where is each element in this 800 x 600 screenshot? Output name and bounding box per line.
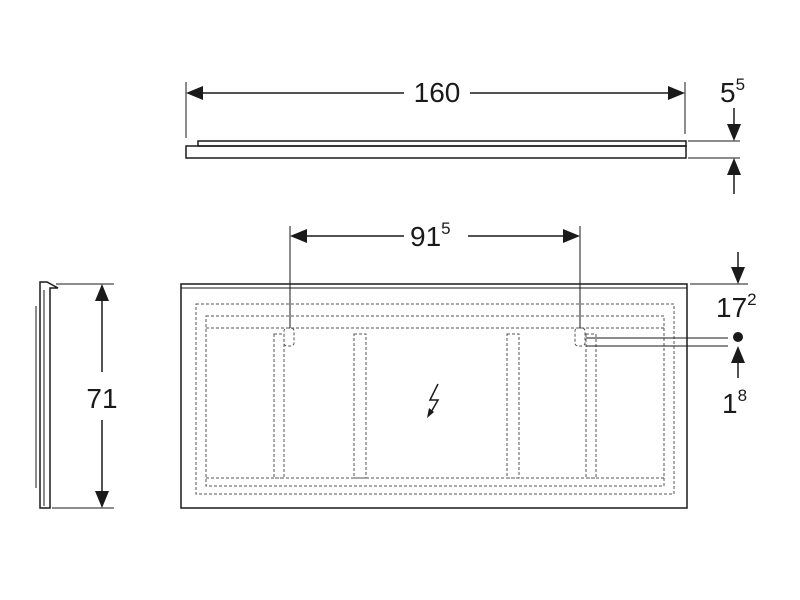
hidden-stud-1 [273, 333, 285, 479]
hook-spacing-label: 915 [410, 219, 451, 252]
arrowhead-right-icon [668, 86, 685, 100]
mirror-top-body [185, 145, 687, 159]
arrowhead-down-icon [731, 267, 745, 284]
filled-dot-icon [733, 332, 743, 342]
arrowhead-left-icon [186, 86, 203, 100]
arrowhead-down-icon [95, 491, 109, 508]
arrowhead-right-icon [563, 229, 580, 243]
hidden-frame-outer [195, 303, 675, 495]
hook-from-top-label: 172 [716, 290, 757, 323]
lightning-bolt-icon [427, 383, 440, 418]
front-view: 915 172 18 [180, 219, 757, 509]
mirror-front-outline [180, 283, 688, 509]
side-profile [39, 281, 59, 509]
top-view: 160 55 [185, 75, 745, 194]
arrowhead-up-icon [95, 284, 109, 301]
hidden-stud-4 [585, 333, 597, 479]
thickness-dimension-label: 55 [720, 75, 745, 108]
height-dimension-label: 71 [86, 383, 117, 414]
arrowhead-left-icon [290, 229, 307, 243]
hidden-stud-3 [506, 333, 520, 479]
arrowhead-up-icon [727, 158, 741, 175]
hidden-stud-2 [353, 333, 367, 479]
arrowhead-down-icon [727, 124, 741, 141]
side-view: 71 [35, 281, 118, 509]
hook-right [574, 327, 586, 347]
arrowhead-up-icon [731, 346, 745, 363]
hook-left [283, 327, 295, 347]
hidden-frame-inner [205, 315, 665, 487]
cable-offset-label: 18 [722, 386, 747, 419]
width-dimension-label: 160 [414, 77, 461, 108]
